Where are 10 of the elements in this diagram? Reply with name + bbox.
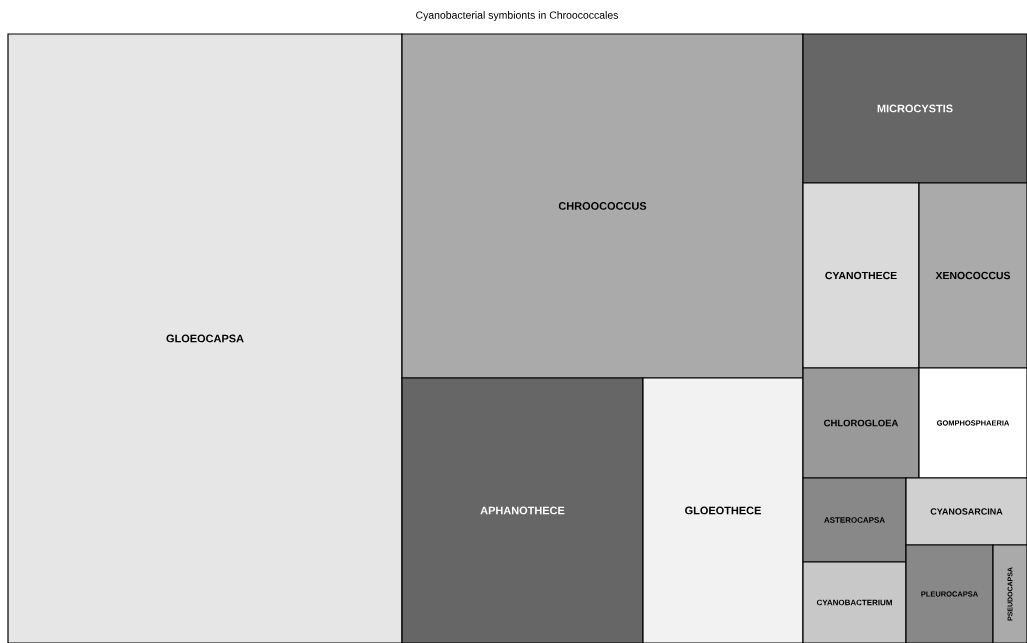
treemap-cell: APHANOTHECE <box>401 377 644 643</box>
treemap-cell: CHLOROGLOEA <box>802 367 920 479</box>
treemap-cell: XENOCOCCUS <box>918 182 1027 369</box>
treemap-cell: MICROCYSTIS <box>802 33 1027 184</box>
treemap-cell: GLOEOCAPSA <box>7 33 403 643</box>
treemap-cell: CYANOTHECE <box>802 182 920 369</box>
treemap-cell: CHROOCOCCUS <box>401 33 804 379</box>
treemap-cell: CYANOSARCINA <box>905 477 1027 546</box>
chart-title: Cyanobacterial symbionts in Chroococcales <box>416 11 619 21</box>
treemap-cell: GLOEOTHECE <box>642 377 804 643</box>
